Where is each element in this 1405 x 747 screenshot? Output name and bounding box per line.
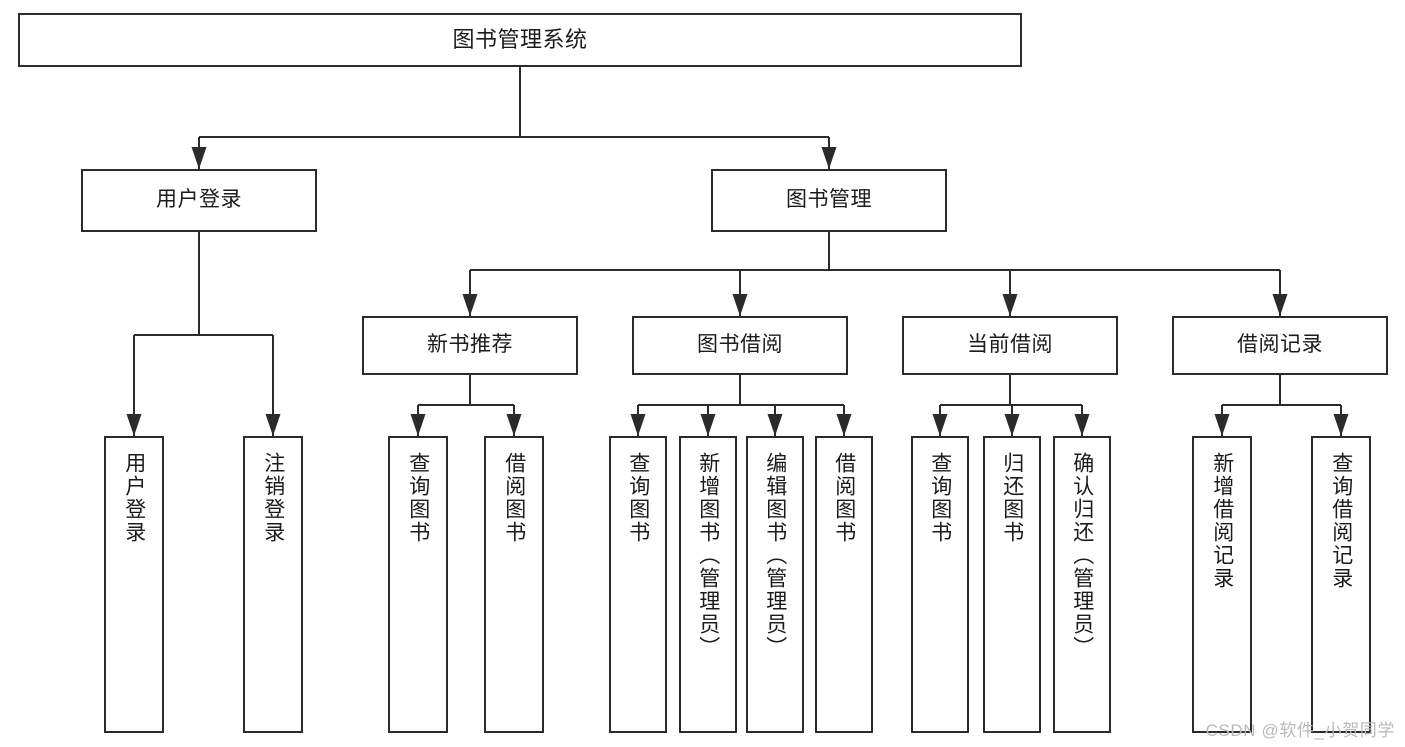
node-b2[interactable]: 新增图书（管理员）	[679, 436, 737, 733]
node-n2[interactable]: 借阅图书	[484, 436, 544, 733]
node-c2[interactable]: 归还图书	[983, 436, 1041, 733]
arrowhead-icon	[932, 414, 948, 436]
node-label: 用户登录	[156, 188, 242, 212]
arrowhead-icon	[506, 414, 522, 436]
arrowhead-icon	[821, 147, 837, 169]
node-label: 图书管理	[786, 188, 872, 212]
node-c3[interactable]: 确认归还（管理员）	[1053, 436, 1111, 733]
node-label: 图书管理系统	[452, 27, 588, 53]
node-b1[interactable]: 查询图书	[609, 436, 667, 733]
node-label: 查询借阅记录	[1329, 452, 1353, 590]
arrowhead-icon	[836, 414, 852, 436]
node-borrow[interactable]: 图书借阅	[632, 316, 848, 375]
node-label: 注销登录	[261, 452, 285, 544]
node-label: 新增借阅记录	[1210, 452, 1234, 590]
node-newbook[interactable]: 新书推荐	[362, 316, 578, 375]
node-r1[interactable]: 新增借阅记录	[1192, 436, 1252, 733]
node-l2[interactable]: 注销登录	[243, 436, 303, 733]
arrowhead-icon	[700, 414, 716, 436]
node-label: 借阅记录	[1237, 333, 1323, 357]
node-label: 查询图书	[928, 452, 952, 544]
node-root[interactable]: 图书管理系统	[18, 13, 1022, 67]
node-l1[interactable]: 用户登录	[104, 436, 164, 733]
node-label: 新增图书（管理员）	[696, 452, 720, 659]
node-login[interactable]: 用户登录	[81, 169, 317, 232]
node-b4[interactable]: 借阅图书	[815, 436, 873, 733]
node-label: 查询图书	[406, 452, 430, 544]
node-c1[interactable]: 查询图书	[911, 436, 969, 733]
node-label: 用户登录	[122, 452, 146, 544]
arrowhead-icon	[265, 414, 281, 436]
node-label: 借阅图书	[832, 452, 856, 544]
arrowhead-icon	[126, 414, 142, 436]
node-bookmgmt[interactable]: 图书管理	[711, 169, 947, 232]
arrowhead-icon	[630, 414, 646, 436]
node-label: 借阅图书	[502, 452, 526, 544]
arrowhead-icon	[1002, 294, 1018, 316]
node-current[interactable]: 当前借阅	[902, 316, 1118, 375]
arrowhead-icon	[1333, 414, 1349, 436]
node-label: 编辑图书（管理员）	[763, 452, 787, 659]
arrowhead-icon	[732, 294, 748, 316]
node-b3[interactable]: 编辑图书（管理员）	[746, 436, 804, 733]
arrowhead-icon	[1004, 414, 1020, 436]
node-label: 当前借阅	[967, 333, 1053, 357]
arrowhead-icon	[1074, 414, 1090, 436]
node-r2[interactable]: 查询借阅记录	[1311, 436, 1371, 733]
watermark-text: CSDN @软件_小贺同学	[1205, 721, 1395, 740]
arrowhead-icon	[1272, 294, 1288, 316]
node-label: 归还图书	[1000, 452, 1024, 544]
node-records[interactable]: 借阅记录	[1172, 316, 1388, 375]
arrowhead-icon	[191, 147, 207, 169]
node-label: 确认归还（管理员）	[1070, 452, 1094, 659]
node-label: 新书推荐	[427, 333, 513, 357]
node-label: 查询图书	[626, 452, 650, 544]
node-n1[interactable]: 查询图书	[388, 436, 448, 733]
arrowhead-icon	[1214, 414, 1230, 436]
arrowhead-icon	[462, 294, 478, 316]
arrowhead-icon	[410, 414, 426, 436]
arrowhead-icon	[767, 414, 783, 436]
node-label: 图书借阅	[697, 333, 783, 357]
